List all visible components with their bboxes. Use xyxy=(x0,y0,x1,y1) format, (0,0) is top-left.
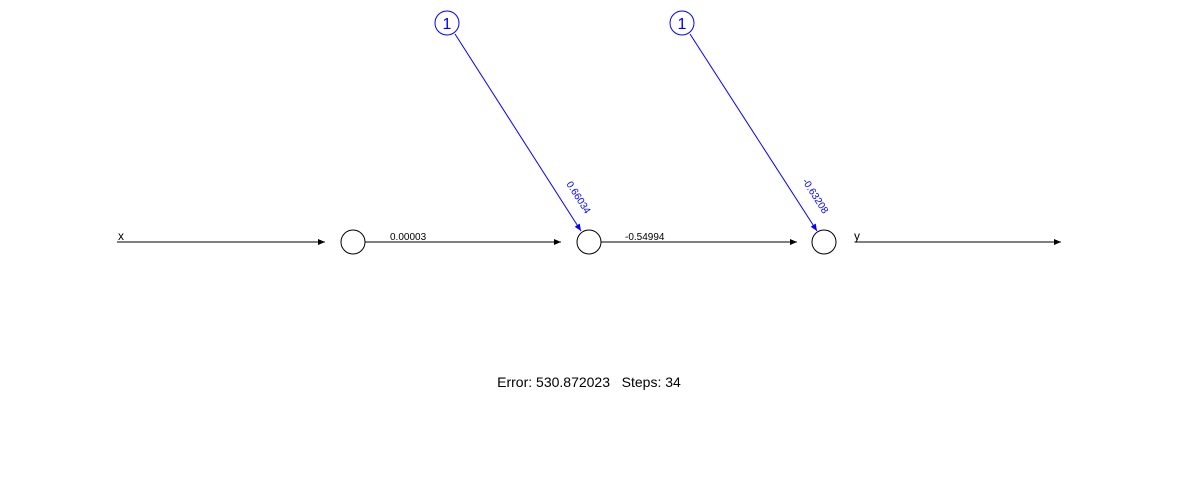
output-node xyxy=(811,229,837,255)
bias-node-output-label: 1 xyxy=(678,16,687,33)
steps-label: Steps: xyxy=(621,374,662,390)
error-label: Error: xyxy=(497,374,533,390)
input-node xyxy=(340,229,366,255)
weight-label-input-hidden: 0.00003 xyxy=(390,232,427,243)
training-summary: Error: 530.872023 Steps: 34 xyxy=(0,374,1178,390)
steps-value: 34 xyxy=(665,374,681,390)
bias-edge-hidden xyxy=(454,33,582,232)
bias-node-hidden xyxy=(434,10,460,36)
hidden-node xyxy=(576,229,602,255)
error-value: 530.872023 xyxy=(536,374,610,390)
weight-label-hidden-output: -0.54994 xyxy=(625,232,665,243)
output-label: y xyxy=(854,229,860,243)
bias-edge-output xyxy=(689,33,818,232)
input-label: x xyxy=(118,229,124,243)
bias-node-output xyxy=(669,10,695,36)
bias-node-hidden-label: 1 xyxy=(443,16,452,33)
